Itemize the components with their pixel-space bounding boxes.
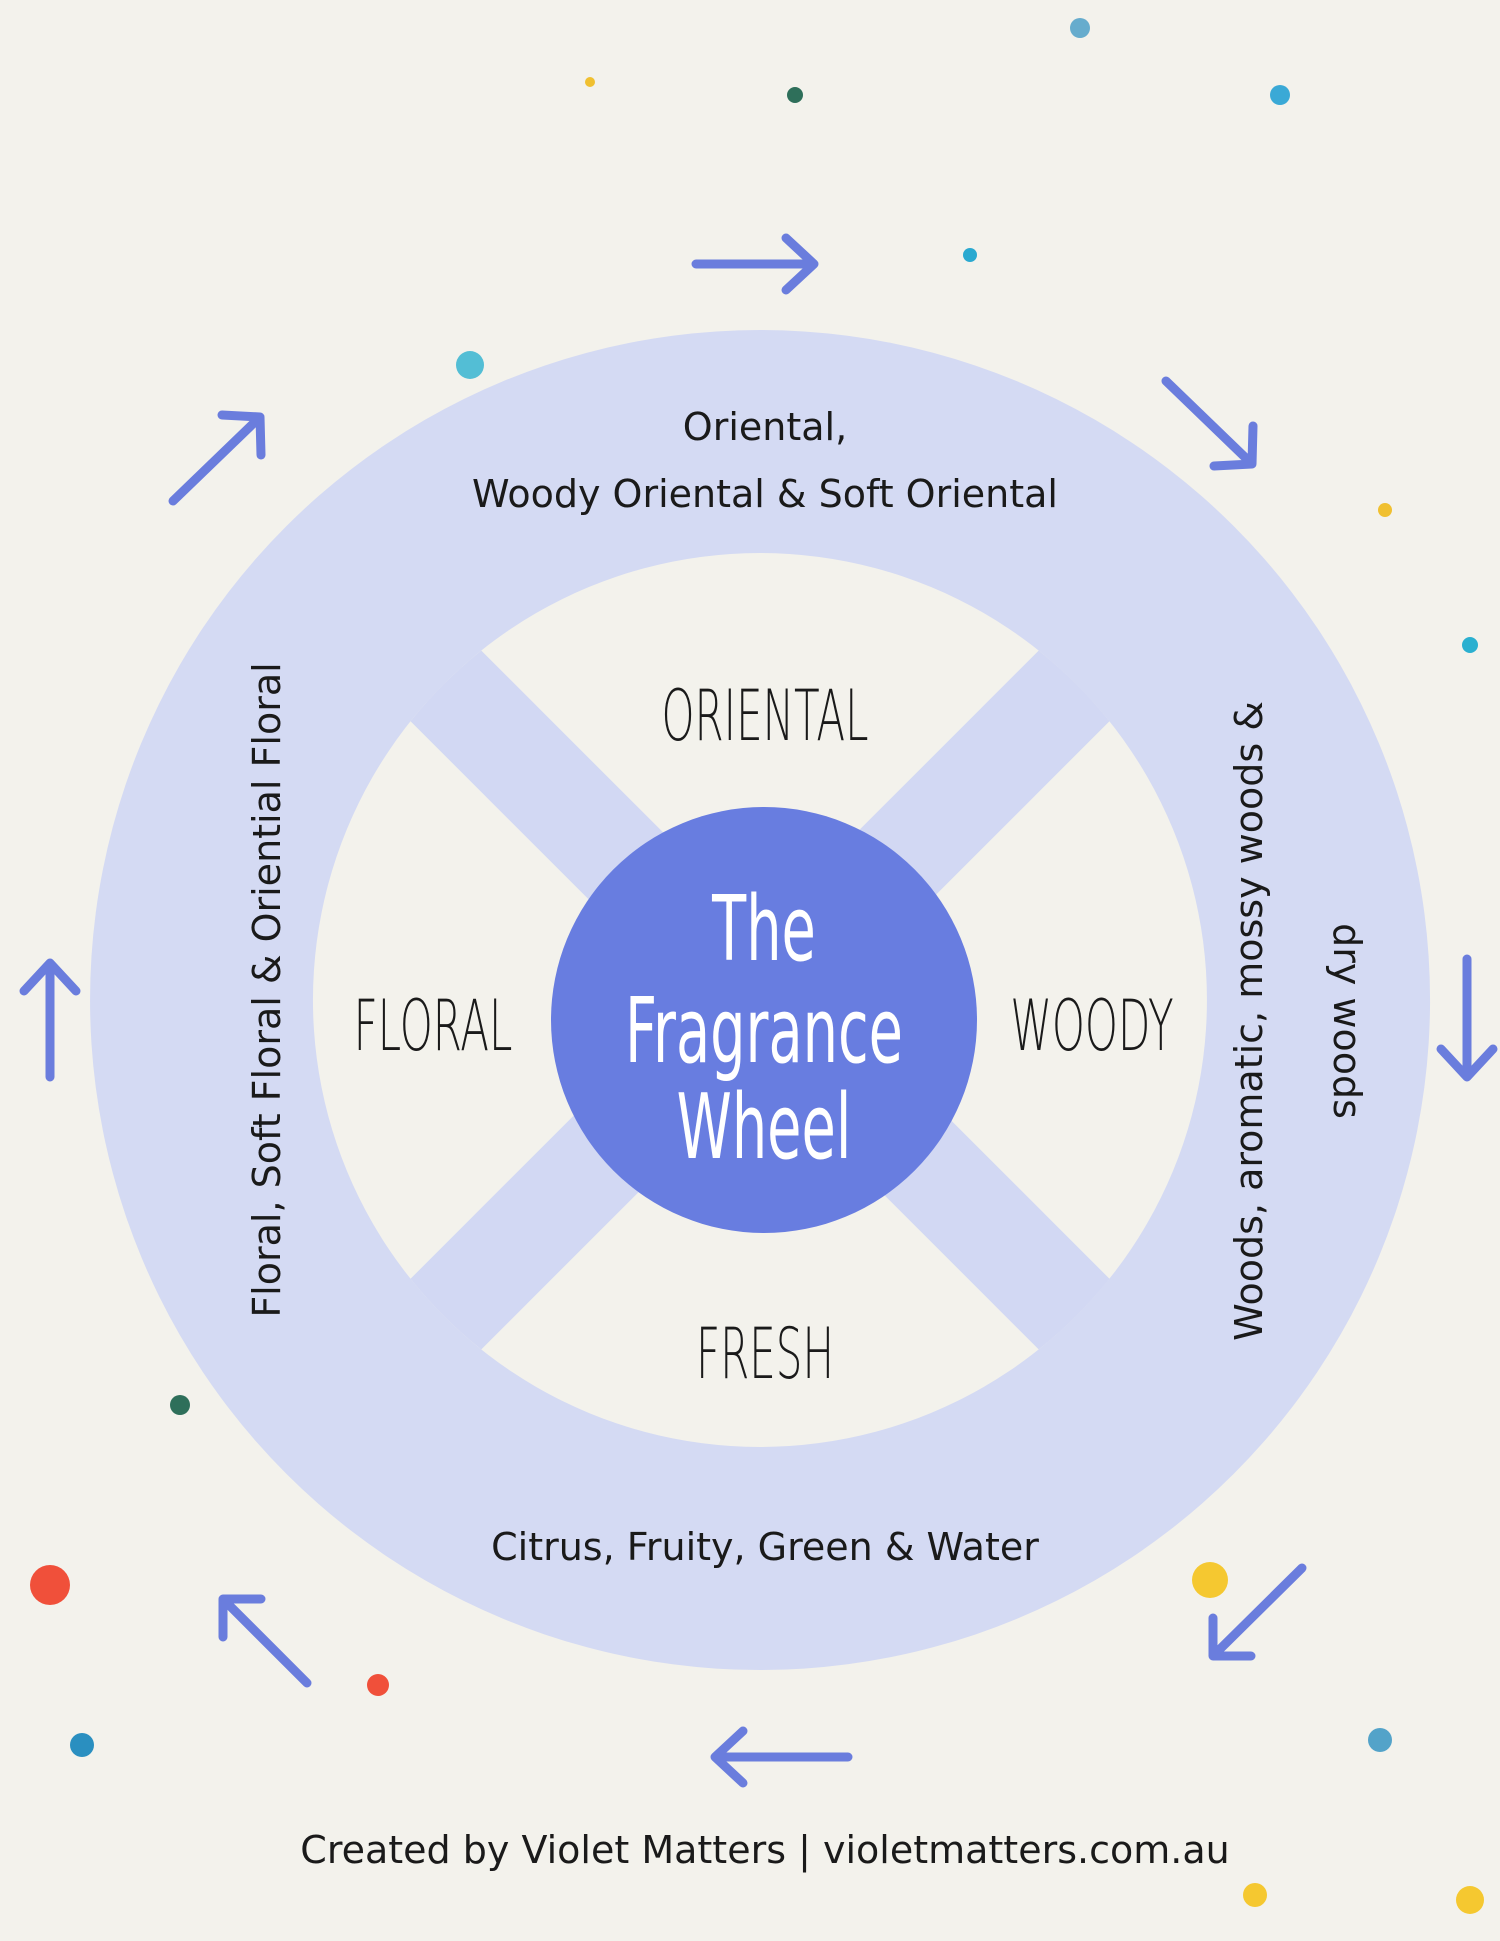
segment-oriental: Oriental: [661, 675, 868, 757]
ring-label-left: Floral, Soft Floral & Oriential Floral: [245, 662, 289, 1317]
arrow-up-icon: [19, 958, 81, 1082]
title-line-2: Fragrance: [625, 979, 903, 1084]
arrow-up-left-icon: [218, 1594, 312, 1688]
outer-ring: [90, 330, 1431, 1670]
segment-floral: Floral: [354, 985, 513, 1067]
center-title: The Fragrance Wheel: [625, 877, 903, 1180]
ring-label-right-1: Woods, aromatic, mossy woods &: [1227, 701, 1271, 1341]
ring-label-top-2: Woody Oriental & Soft Oriental: [472, 472, 1058, 516]
arrow-down-left-icon: [1208, 1563, 1307, 1661]
title-line-3: Wheel: [677, 1075, 852, 1180]
arrow-right-icon: [691, 233, 819, 295]
segment-woody: Woody: [1010, 985, 1173, 1067]
arrow-down-right-icon: [1161, 376, 1258, 471]
arrow-down-icon: [1436, 954, 1498, 1082]
ring-label-top-1: Oriental,: [683, 405, 847, 449]
arrow-left-icon: [710, 1726, 853, 1788]
ring-label-bottom: Citrus, Fruity, Green & Water: [491, 1525, 1039, 1569]
footer-credit: Created by Violet Matters | violetmatter…: [300, 1828, 1229, 1873]
ring-label-right-2: dry woods: [1325, 923, 1369, 1119]
arrow-up-right-icon: [168, 410, 266, 506]
center-circle: [551, 807, 977, 1233]
segment-fresh: Fresh: [696, 1313, 834, 1395]
title-line-1: The: [711, 877, 816, 982]
rotation-arrows: [19, 233, 1498, 1788]
